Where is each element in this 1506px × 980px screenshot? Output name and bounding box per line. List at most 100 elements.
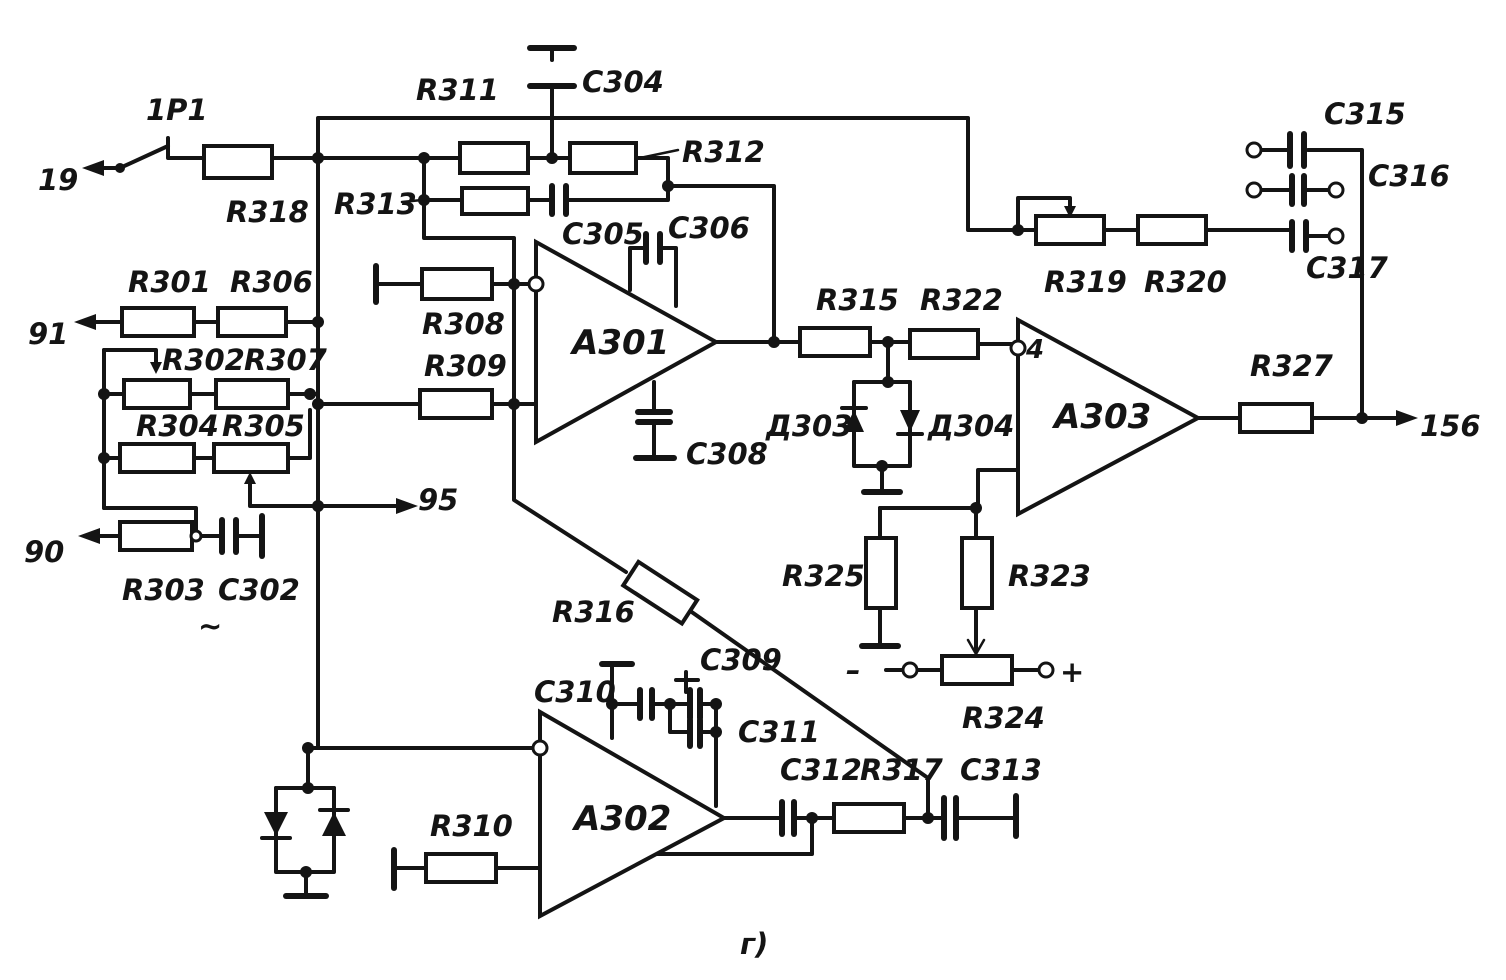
c302-label: C302 — [218, 573, 300, 607]
amplifier-a302 — [538, 708, 729, 920]
capacitor-c316 — [1289, 173, 1307, 207]
terminal-95-label: 95 — [418, 483, 458, 517]
r311-label: R311 — [416, 73, 499, 107]
leader-lines — [400, 148, 680, 204]
labels: 19 91 90 95 156 – + ~ 4 1P1 A301 A303 A3… — [24, 65, 1481, 961]
resistor-r308 — [420, 267, 494, 301]
amplifier-a303 — [1016, 316, 1203, 518]
r310-label: R310 — [430, 809, 513, 843]
r305-label: R305 — [222, 409, 305, 443]
figure-caption: г) — [740, 927, 768, 961]
r316-label: R316 — [552, 595, 635, 629]
capacitor-c305 — [549, 183, 569, 217]
open-contact — [1327, 227, 1345, 245]
capacitor-c309 — [687, 687, 703, 721]
resistor-r327 — [1238, 402, 1314, 434]
c313-label: C313 — [960, 753, 1042, 787]
amplifier-a302-label: A302 — [571, 799, 671, 839]
ac-symbol-label: ~ — [198, 609, 222, 643]
r323-label: R323 — [1008, 559, 1091, 593]
capacitor-c312 — [779, 799, 797, 837]
resistor-r323 — [960, 536, 994, 610]
c308-label: C308 — [686, 437, 768, 471]
c304-label: C304 — [582, 65, 664, 99]
terminal-plus-label: + — [1060, 655, 1084, 689]
terminal-minus-label: – — [846, 653, 861, 687]
resistor-r316 — [620, 559, 700, 627]
r308-label: R308 — [422, 307, 505, 341]
r318-label: R318 — [226, 195, 309, 229]
resistor-r310 — [424, 852, 498, 884]
resistor-r305 — [212, 442, 290, 474]
c316-label: C316 — [1368, 159, 1450, 193]
resistor-r302 — [122, 378, 192, 410]
resistor-r304 — [118, 442, 196, 474]
resistor-r301 — [120, 306, 196, 338]
diodes — [260, 406, 924, 840]
diode-d303 — [840, 406, 868, 432]
r306-label: R306 — [230, 265, 313, 299]
capacitor-c317 — [1289, 219, 1309, 253]
terminal-19-label: 19 — [38, 163, 78, 197]
resistor-r307 — [214, 378, 290, 410]
arrow-left-icon — [82, 160, 104, 176]
resistor-r322 — [908, 328, 980, 360]
arrow-left-icon — [78, 528, 100, 544]
r304-label: R304 — [136, 409, 219, 443]
r307-label: R307 — [244, 343, 328, 377]
open-contact — [1037, 661, 1055, 679]
c310-label: C310 — [534, 675, 616, 709]
r325-label: R325 — [782, 559, 865, 593]
resistor-r324 — [940, 654, 1014, 686]
c305-label: C305 — [562, 217, 644, 251]
terminal-91-label: 91 — [28, 317, 68, 351]
r322-label: R322 — [920, 283, 1003, 317]
resistor-r311 — [458, 141, 530, 175]
terminal-156-label: 156 — [1420, 409, 1481, 443]
r302-label: R302 — [162, 343, 245, 377]
terminal-arrows — [74, 141, 1418, 679]
amplifier-a301 — [534, 238, 721, 446]
switch-1p1-label: 1P1 — [146, 93, 208, 127]
resistor-r318 — [202, 144, 274, 180]
d303-label: Д303 — [765, 409, 852, 443]
diode-d304 — [896, 410, 924, 436]
resistor-r306 — [216, 306, 288, 338]
inverting-input — [1009, 339, 1027, 357]
open-contact — [1245, 141, 1263, 159]
d304-label: Д304 — [927, 409, 1014, 443]
resistors — [118, 141, 1314, 884]
open-contact — [1245, 181, 1263, 199]
arrow-right-icon — [1396, 410, 1418, 426]
resistor-r309 — [418, 388, 494, 420]
r301-label: R301 — [128, 265, 211, 299]
switch-1p1 — [115, 163, 125, 173]
r309-label: R309 — [424, 349, 507, 383]
r303-label: R303 — [122, 573, 205, 607]
r324-label: R324 — [962, 701, 1045, 735]
r315-label: R315 — [816, 283, 899, 317]
amplifier-a303-label: A303 — [1051, 397, 1151, 437]
capacitors — [219, 45, 1309, 841]
c306-label: C306 — [668, 211, 750, 245]
resistor-r313 — [460, 186, 530, 216]
r313-label: R313 — [334, 187, 417, 221]
arrow-right-icon — [396, 498, 418, 514]
c317-label: C317 — [1306, 251, 1389, 285]
inverting-input — [527, 275, 545, 293]
open-contact — [901, 661, 919, 679]
terminal-90-label: 90 — [24, 535, 64, 569]
capacitor-c315 — [1287, 131, 1307, 169]
c312-label: C312 — [780, 753, 862, 787]
capacitor-c308 — [633, 409, 677, 461]
resistor-r315 — [798, 326, 872, 358]
resistor-r317 — [832, 802, 906, 834]
capacitor-c302 — [219, 513, 265, 559]
ground-bars — [283, 263, 903, 899]
resistor-r303 — [118, 520, 194, 552]
c311-label: C311 — [738, 715, 820, 749]
inverting-input — [531, 739, 549, 757]
arrow-left-icon — [74, 314, 96, 330]
capacitor-c304 — [527, 45, 577, 89]
